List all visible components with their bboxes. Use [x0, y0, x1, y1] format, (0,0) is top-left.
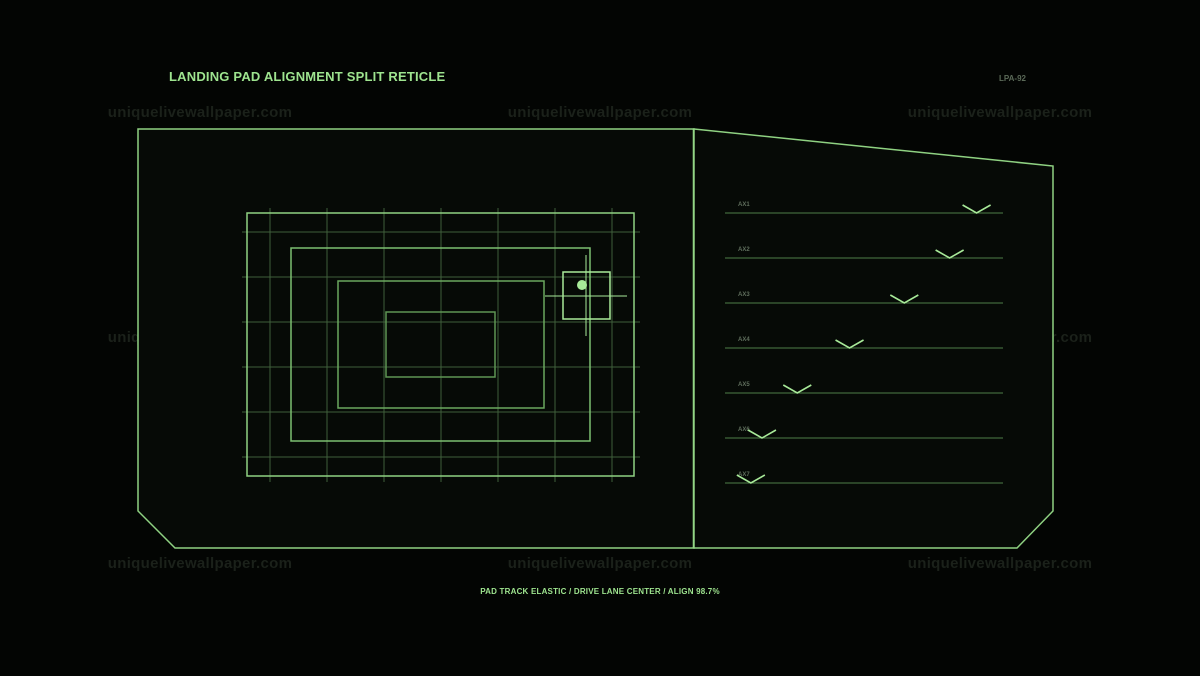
axis-label: AX6	[738, 427, 750, 433]
axis-label: AX7	[738, 472, 750, 478]
pad-rect-mid	[290, 247, 591, 442]
axis-panel-frame	[693, 128, 1054, 549]
reticle-code: LPA-92	[999, 74, 1026, 83]
axis-row-ax2: AX2	[725, 247, 1003, 259]
axis-label: AX1	[738, 202, 750, 208]
target-dot	[577, 280, 587, 290]
axis-row-ax5: AX5	[725, 382, 1003, 394]
watermark-top-right: uniquelivewallpaper.com	[907, 104, 1093, 121]
watermark-top-left: uniquelivewallpaper.com	[107, 104, 293, 121]
watermark-bottom-right: uniquelivewallpaper.com	[907, 555, 1093, 572]
axis-marker-chevron	[835, 339, 864, 349]
axis-label: AX5	[738, 382, 750, 388]
watermark-top-center: uniquelivewallpaper.com	[507, 104, 693, 121]
target-marker[interactable]	[545, 255, 627, 336]
axis-label: AX4	[738, 337, 750, 343]
axis-row-ax1: AX1	[725, 202, 1003, 214]
axis-label: AX2	[738, 247, 750, 253]
axis-row-ax4: AX4	[725, 337, 1003, 349]
pad-rect-outer	[246, 212, 635, 477]
watermark-bottom-center: uniquelivewallpaper.com	[507, 555, 693, 572]
axis-marker-chevron	[935, 249, 965, 259]
pad-rect-inner	[337, 280, 545, 409]
pad-rect-core	[385, 311, 496, 378]
axis-marker-chevron	[962, 204, 991, 214]
alignment-panel	[137, 128, 696, 549]
axis-marker-chevron	[736, 474, 766, 484]
axis-row-ax6: AX6	[725, 427, 1003, 439]
axis-marker-chevron	[747, 429, 777, 439]
status-readout: PAD TRACK ELASTIC / DRIVE LANE CENTER / …	[480, 587, 720, 596]
reticle-grid	[242, 208, 640, 482]
axis-row-ax3: AX3	[725, 292, 1003, 304]
page-title: LANDING PAD ALIGNMENT SPLIT RETICLE	[169, 69, 446, 84]
watermark-bottom-left: uniquelivewallpaper.com	[107, 555, 293, 572]
axis-label: AX3	[738, 292, 750, 298]
axis-marker-chevron	[889, 294, 919, 304]
axis-row-ax7: AX7	[725, 472, 1003, 484]
pad-rectangles	[246, 212, 635, 477]
alignment-panel-frame	[137, 128, 695, 549]
axis-marker-chevron	[782, 384, 812, 394]
